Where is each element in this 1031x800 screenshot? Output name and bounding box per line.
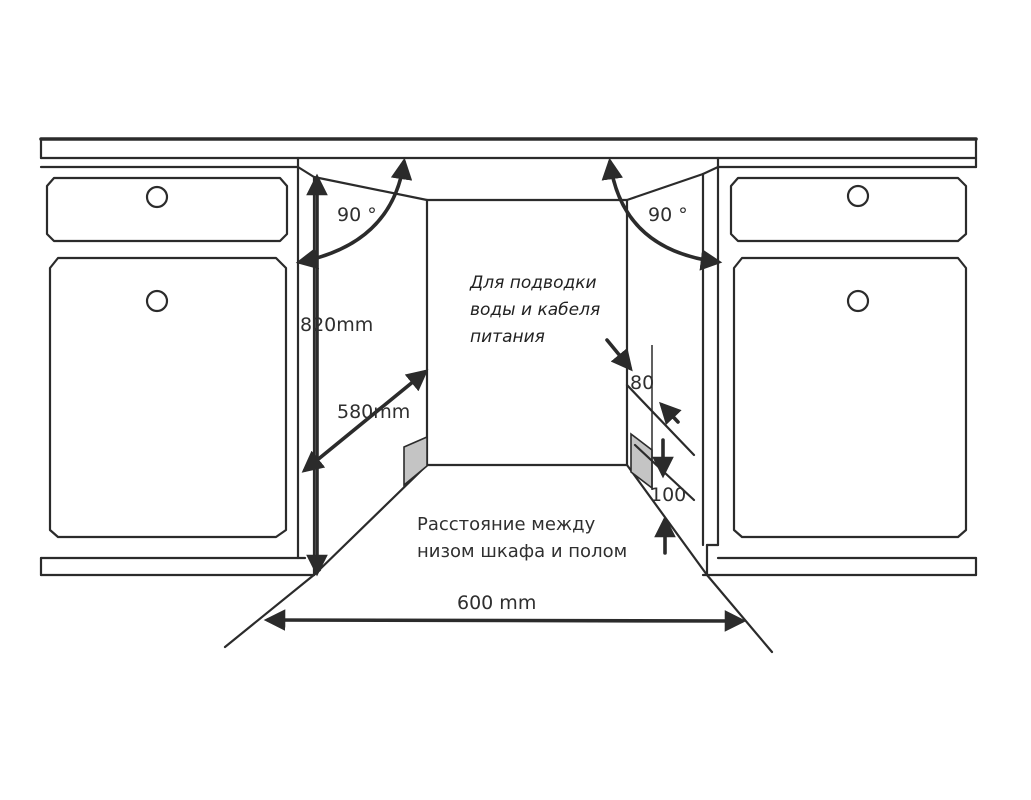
left-cabinet bbox=[45, 165, 316, 577]
right-angle-label: 90 ° bbox=[648, 204, 688, 226]
left-door bbox=[48, 256, 288, 539]
dimension-arrows bbox=[263, 157, 747, 632]
height-label: 820mm bbox=[300, 314, 373, 336]
right-drawer-knob bbox=[846, 184, 870, 208]
plinth bbox=[39, 556, 978, 577]
supply-note: Для подводки воды и кабеля питания bbox=[469, 273, 600, 347]
gap-arrow-top bbox=[659, 401, 682, 425]
right-outlet-block bbox=[630, 432, 653, 490]
gap-top-label: 80 bbox=[630, 372, 654, 394]
gap-note: Расстояние между низом шкафа и полом bbox=[417, 514, 627, 562]
width-label: 600 mm bbox=[457, 592, 536, 614]
supply-note-line-3: питания bbox=[470, 327, 545, 347]
supply-note-line-2: воды и кабеля bbox=[470, 300, 600, 320]
gap-bottom-label: 100 bbox=[650, 484, 686, 506]
left-outlet-block bbox=[403, 435, 428, 487]
depth-arrow bbox=[301, 369, 429, 473]
supply-pointer-arrow bbox=[605, 338, 633, 372]
gap-note-line-2: низом шкафа и полом bbox=[417, 541, 627, 562]
left-drawer bbox=[45, 176, 289, 243]
supply-note-line-1: Для подводки bbox=[469, 273, 597, 293]
right-angle-arc bbox=[601, 157, 723, 271]
left-door-knob bbox=[145, 289, 169, 313]
right-door bbox=[732, 256, 968, 539]
depth-label: 580mm bbox=[337, 401, 410, 423]
right-drawer bbox=[729, 176, 968, 243]
countertop bbox=[39, 137, 978, 169]
right-cabinet bbox=[701, 165, 968, 577]
right-door-knob bbox=[846, 289, 870, 313]
width-arrow bbox=[263, 609, 747, 632]
left-angle-label: 90 ° bbox=[337, 204, 377, 226]
gap-note-line-1: Расстояние между bbox=[417, 514, 596, 535]
left-drawer-knob bbox=[145, 185, 169, 209]
left-angle-arc bbox=[295, 157, 413, 270]
